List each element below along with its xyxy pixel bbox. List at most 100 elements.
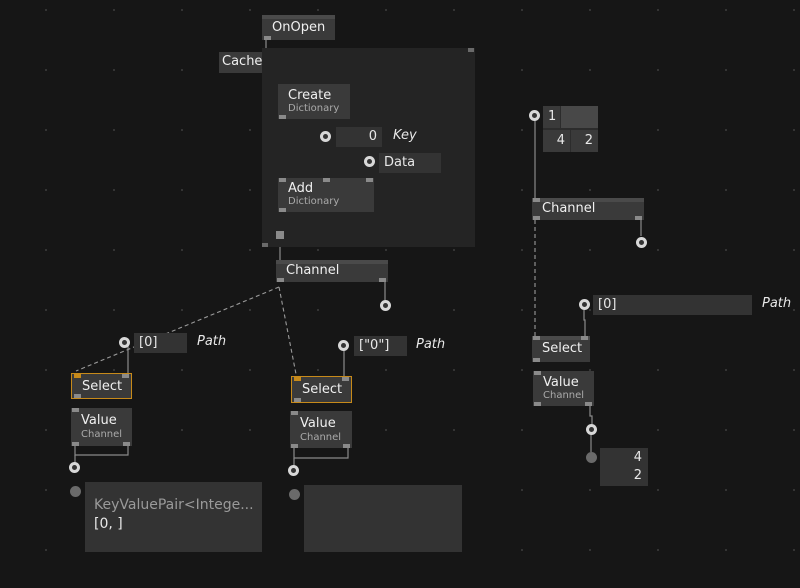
spread-row1-value: 1 bbox=[548, 109, 557, 124]
node-header-bar bbox=[532, 336, 590, 340]
value-left-output-knob[interactable] bbox=[69, 462, 80, 473]
key-input-field[interactable]: 0 bbox=[336, 127, 382, 147]
channel-node-right[interactable]: Channel bbox=[532, 198, 644, 220]
output-pin[interactable] bbox=[635, 216, 642, 220]
output-right-line1: 4 bbox=[633, 450, 642, 465]
spread-row2-b-value: 2 bbox=[584, 133, 593, 148]
value-right-output-knob[interactable] bbox=[586, 424, 597, 435]
output-pin[interactable] bbox=[72, 442, 79, 446]
output-box-left: KeyValuePair<Intege... [0, ] bbox=[85, 482, 262, 552]
path-mid-input-field[interactable]: ["0"] bbox=[354, 336, 407, 356]
path-mid-label: Path bbox=[416, 337, 446, 352]
node-subtitle: Dictionary bbox=[288, 103, 340, 114]
spread-row2-cell-a[interactable]: 4 bbox=[543, 130, 570, 152]
cache-output-pin[interactable] bbox=[276, 231, 284, 239]
onopen-node[interactable]: OnOpen bbox=[262, 15, 335, 40]
path-right-knob[interactable] bbox=[579, 299, 590, 310]
key-label: Key bbox=[393, 128, 417, 143]
channel-main-output-knob[interactable] bbox=[380, 300, 391, 311]
path-left-value: [0] bbox=[139, 335, 158, 350]
input-pin[interactable] bbox=[533, 336, 540, 340]
value-node-mid[interactable]: Value Channel bbox=[290, 411, 352, 448]
data-input-field[interactable]: Data bbox=[379, 153, 441, 173]
output-right-line2: 2 bbox=[633, 468, 642, 483]
node-title: Create bbox=[288, 88, 332, 103]
output-pin[interactable] bbox=[294, 398, 301, 402]
output-pin[interactable] bbox=[123, 442, 130, 446]
node-subtitle: Channel bbox=[81, 429, 123, 440]
node-header-bar bbox=[532, 198, 644, 202]
output-pin[interactable] bbox=[585, 402, 592, 406]
output-pin[interactable] bbox=[291, 444, 298, 448]
output-pin[interactable] bbox=[534, 402, 541, 406]
value-mid-output-knob[interactable] bbox=[288, 465, 299, 476]
path-right-label: Path bbox=[762, 296, 792, 311]
path-mid-value: ["0"] bbox=[359, 338, 390, 353]
select-node-left[interactable]: Select bbox=[71, 373, 132, 399]
data-input-knob[interactable] bbox=[364, 156, 375, 167]
input-pin[interactable] bbox=[279, 178, 286, 182]
path-left-knob[interactable] bbox=[119, 337, 130, 348]
input-pin[interactable] bbox=[323, 178, 330, 182]
channel-right-output-knob[interactable] bbox=[636, 237, 647, 248]
output-pin[interactable] bbox=[533, 216, 540, 220]
input-pin[interactable] bbox=[122, 374, 129, 378]
value-left-connector[interactable] bbox=[70, 486, 81, 497]
input-pin[interactable] bbox=[534, 371, 541, 375]
select-node-right[interactable]: Select bbox=[532, 336, 590, 362]
spread-row1-rest[interactable] bbox=[561, 106, 598, 128]
input-pin[interactable] bbox=[581, 336, 588, 340]
input-pin[interactable] bbox=[72, 408, 79, 412]
node-title: Value bbox=[300, 416, 336, 431]
path-left-label: Path bbox=[197, 334, 227, 349]
input-pin[interactable] bbox=[74, 374, 81, 378]
spread-row2-a-value: 4 bbox=[556, 133, 565, 148]
value-mid-connector[interactable] bbox=[289, 489, 300, 500]
output-pin[interactable] bbox=[279, 115, 286, 119]
spread-row1-cell[interactable]: 1 bbox=[543, 106, 560, 128]
path-mid-knob[interactable] bbox=[338, 340, 349, 351]
path-right-input-field[interactable]: [0] bbox=[593, 295, 752, 315]
value-node-right[interactable]: Value Channel bbox=[533, 371, 594, 406]
output-pin[interactable] bbox=[264, 36, 271, 40]
output-box-right: 4 2 bbox=[600, 448, 648, 486]
spread-row2-cell-b[interactable]: 2 bbox=[571, 130, 598, 152]
cache-node-label[interactable]: Cache bbox=[219, 52, 262, 73]
output-pin[interactable] bbox=[279, 208, 286, 212]
spread-input-knob[interactable] bbox=[529, 110, 540, 121]
node-title: Channel bbox=[542, 201, 596, 216]
path-left-input-field[interactable]: [0] bbox=[134, 333, 187, 353]
input-pin[interactable] bbox=[291, 411, 298, 415]
node-title: Select bbox=[542, 341, 583, 356]
node-title: Select bbox=[302, 382, 343, 397]
path-right-value: [0] bbox=[598, 297, 617, 312]
node-title: Value bbox=[543, 375, 579, 390]
node-header-bar bbox=[262, 15, 335, 19]
node-title: Add bbox=[288, 181, 314, 196]
region-corner-handle[interactable] bbox=[468, 48, 474, 52]
value-node-left[interactable]: Value Channel bbox=[71, 408, 132, 446]
node-subtitle: Dictionary bbox=[288, 196, 340, 207]
output-pin[interactable] bbox=[277, 278, 284, 282]
input-pin[interactable] bbox=[342, 377, 349, 381]
value-right-connector[interactable] bbox=[586, 452, 597, 463]
key-input-knob[interactable] bbox=[320, 131, 331, 142]
spread-input-field[interactable]: 1 4 2 bbox=[543, 106, 598, 152]
create-dictionary-node[interactable]: Create Dictionary bbox=[278, 84, 350, 119]
input-pin[interactable] bbox=[533, 198, 540, 202]
node-title: OnOpen bbox=[272, 20, 326, 35]
region-corner-handle[interactable] bbox=[262, 243, 268, 247]
output-pin[interactable] bbox=[74, 394, 81, 398]
cache-region[interactable] bbox=[262, 48, 475, 247]
node-title: Select bbox=[82, 379, 123, 394]
data-value: Data bbox=[384, 155, 416, 170]
output-pin[interactable] bbox=[379, 278, 386, 282]
output-pin[interactable] bbox=[533, 358, 540, 362]
key-value: 0 bbox=[368, 129, 377, 144]
select-node-mid[interactable]: Select bbox=[291, 376, 352, 403]
channel-node-main[interactable]: Channel bbox=[276, 260, 388, 282]
add-dictionary-node[interactable]: Add Dictionary bbox=[278, 178, 374, 212]
input-pin[interactable] bbox=[294, 377, 301, 381]
output-pin[interactable] bbox=[343, 444, 350, 448]
input-pin[interactable] bbox=[366, 178, 373, 182]
